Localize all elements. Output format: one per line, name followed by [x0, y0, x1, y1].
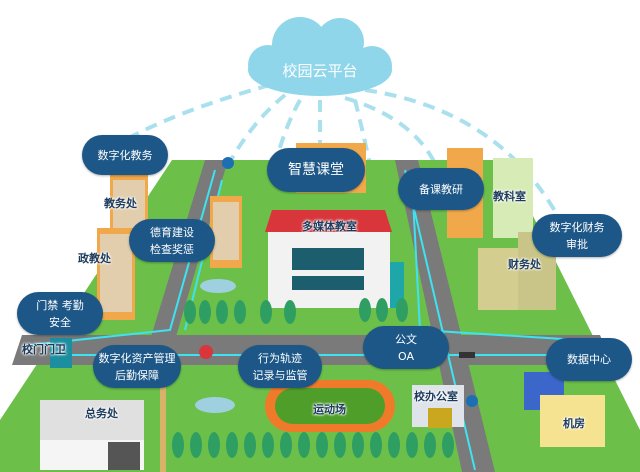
- bubble-text: 安全: [49, 315, 71, 329]
- building-xiaomen: [50, 338, 72, 368]
- label-caiwuchu: 财务处: [508, 258, 541, 271]
- bubble-text: 审批: [566, 237, 588, 251]
- label-zongwuchu: 总务处: [85, 407, 118, 420]
- bubble-lesson-prep[interactable]: 备课教研: [398, 168, 484, 210]
- label-jiaowuchu: 教务处: [104, 197, 137, 210]
- fountain-icon: [195, 279, 236, 413]
- trees: [172, 298, 454, 458]
- bubble-text: OA: [398, 349, 414, 363]
- label-duomeiti: 多媒体教室: [302, 220, 357, 233]
- building-xiaoban: [412, 385, 464, 428]
- bubble-moral-education[interactable]: 德育建设检查奖惩: [129, 219, 215, 262]
- building-duomeiti: [265, 210, 404, 308]
- bubble-behavior-tracking[interactable]: 行为轨迹记录与监管: [238, 345, 322, 388]
- bubble-text: 检查奖惩: [150, 242, 194, 256]
- label-zhengjiaochu: 政教处: [78, 252, 111, 265]
- building-zongwuchu: [40, 400, 144, 470]
- bubble-access-control[interactable]: 门禁 考勤安全: [17, 292, 103, 335]
- cloud-icon: [248, 17, 392, 96]
- bubble-text: 德育建设: [150, 225, 194, 239]
- label-xiaoban: 校办公室: [414, 390, 458, 403]
- bubble-data-center[interactable]: 数据中心: [546, 338, 632, 381]
- bus-stop-sign-icon: [199, 345, 213, 359]
- bubble-text: 备课教研: [419, 182, 463, 196]
- bubble-text: 数字化资产管理: [98, 351, 176, 365]
- label-xiaomen: 校门门卫: [22, 343, 66, 356]
- bubble-text: 公文: [395, 332, 417, 346]
- bubble-text: 门禁 考勤: [36, 298, 84, 312]
- bubble-digital-academic[interactable]: 数字化教务: [82, 135, 168, 175]
- label-jiaokeshi: 教科室: [493, 190, 526, 203]
- bubble-text: 数据中心: [567, 353, 611, 366]
- bubble-official-docs-oa[interactable]: 公文 OA: [363, 326, 449, 369]
- bubble-text: 数字化教务: [97, 148, 153, 162]
- parking-sign-icon: [222, 157, 478, 407]
- bubble-text: 记录与监管: [252, 368, 308, 382]
- bubble-text: 行为轨迹: [258, 351, 302, 365]
- bubble-text: 数字化财务: [549, 220, 605, 234]
- bubble-text: 智慧课堂: [288, 161, 344, 178]
- bubble-smart-classroom[interactable]: 智慧课堂: [267, 148, 365, 192]
- building-jiaokeshi: [493, 158, 533, 238]
- bubble-digital-finance[interactable]: 数字化财务审批: [532, 214, 622, 257]
- label-yundongchang: 运动场: [313, 403, 346, 416]
- label-jifang: 机房: [563, 417, 585, 430]
- traffic-light-icon: [459, 352, 475, 358]
- bubble-asset-management[interactable]: 数字化资产管理后勤保障: [93, 345, 181, 388]
- cloud-platform-title: 校园云平台: [282, 62, 358, 80]
- building-small: [210, 196, 242, 268]
- sports-field: [265, 380, 395, 432]
- building-zhengjiaochu: [97, 228, 135, 320]
- bubble-text: 后勤保障: [115, 368, 159, 382]
